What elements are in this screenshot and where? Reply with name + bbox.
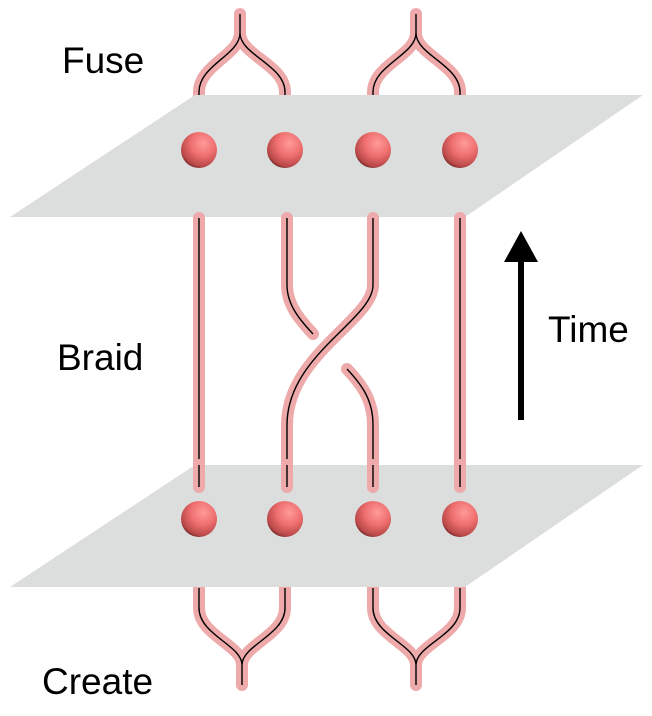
fusion-plane (10, 95, 643, 217)
anyon-bottom-1 (181, 501, 217, 537)
time-arrow-icon (504, 231, 538, 420)
fusion-anyons (181, 132, 478, 168)
anyon-bottom-3 (355, 501, 391, 537)
fusion-strand-right (367, 8, 466, 119)
worldline-over (281, 212, 379, 494)
anyon-top-3 (355, 132, 391, 168)
creation-plane (10, 465, 643, 587)
anyon-top-4 (442, 132, 478, 168)
anyon-top-1 (181, 132, 217, 168)
creation-strands (193, 582, 466, 691)
fusion-strand-left (193, 8, 291, 119)
anyon-bottom-2 (267, 501, 303, 537)
creation-anyons (181, 501, 478, 537)
braid-strands (193, 212, 466, 494)
braid-label: Braid (57, 337, 143, 378)
anyon-top-2 (267, 132, 303, 168)
creation-strand-right (367, 582, 466, 691)
worldline-stubs (193, 459, 466, 493)
worldline-under (281, 212, 379, 494)
creation-strand-left (193, 582, 291, 691)
create-label: Create (42, 661, 153, 702)
anyon-bottom-4 (442, 501, 478, 537)
time-label: Time (548, 309, 629, 350)
fusion-strands (193, 8, 466, 119)
fuse-label: Fuse (62, 40, 144, 81)
